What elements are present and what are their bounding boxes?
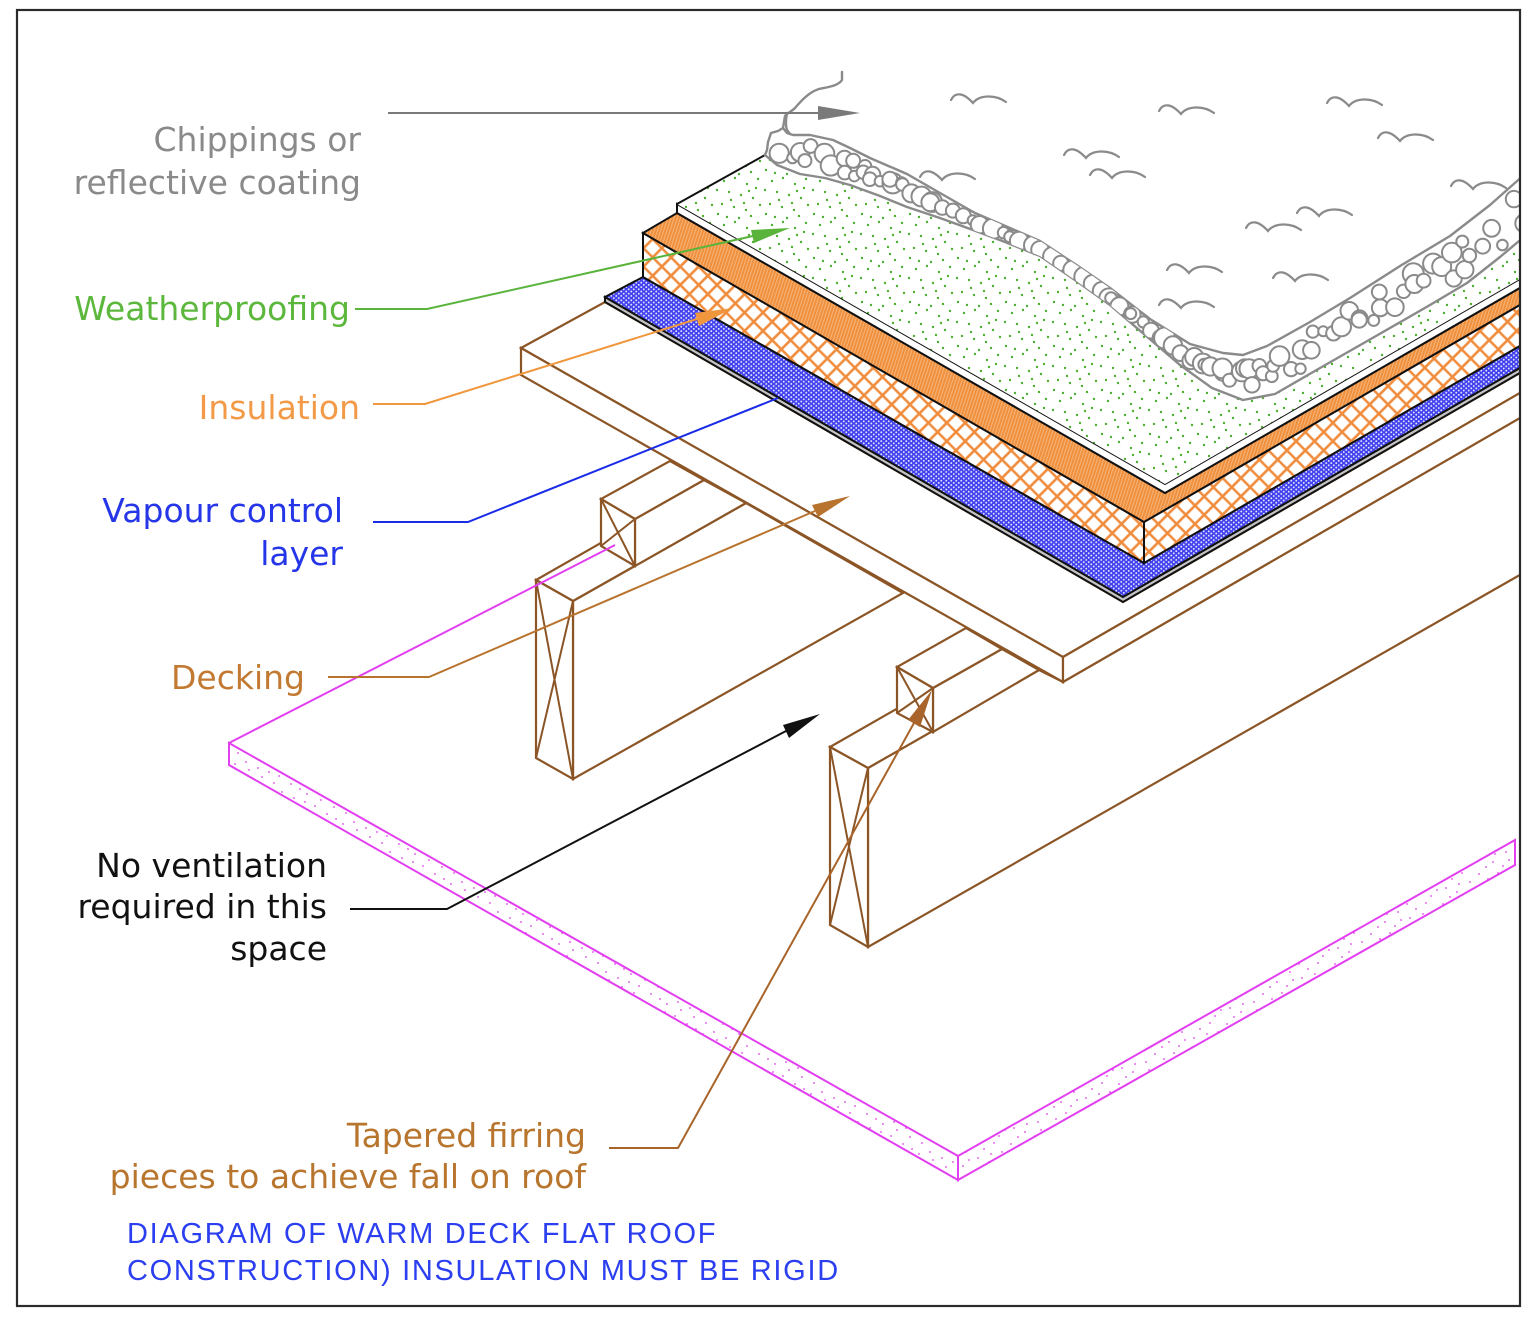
weatherproofing-membrane <box>676 154 1519 495</box>
chipping-stone <box>1461 247 1478 264</box>
drawing-area: Chippings or reflective coating Weatherp… <box>74 70 1519 1287</box>
no-ventilation-arrowhead-icon <box>783 714 820 738</box>
chipping-stone <box>1294 362 1307 375</box>
chipping-stone <box>1482 218 1501 238</box>
chipping-stone <box>1496 238 1509 252</box>
decking-leader <box>328 510 816 678</box>
chipping-stone <box>1474 237 1492 255</box>
chippings-arrowhead-icon <box>818 106 860 120</box>
chipping-stone <box>1305 324 1320 339</box>
coating-mark-icon <box>1157 298 1216 310</box>
weatherproofing-top-face <box>677 155 1519 484</box>
decking-right-face <box>1061 392 1519 684</box>
chipping-stone <box>768 142 790 164</box>
diagram-frame <box>15 8 1522 1308</box>
label-no-ventilation-line-2: required in this <box>77 887 327 926</box>
chipping-stone <box>1385 297 1405 318</box>
chipping-stone <box>1455 260 1475 280</box>
label-tapered-firring-line-2: pieces to achieve fall on roof <box>110 1157 588 1196</box>
break-line-tail <box>781 70 844 130</box>
label-chippings-line-2: reflective coating <box>74 163 361 202</box>
break-line-tail <box>784 111 792 136</box>
coating-mark-icon <box>1244 221 1303 233</box>
coating-mark-icon <box>1449 179 1508 191</box>
label-chippings-line-1: Chippings or <box>154 120 362 159</box>
chipping-stone <box>1370 283 1388 301</box>
firring-front-end-cross <box>896 687 934 714</box>
chipping-stone <box>1331 316 1352 338</box>
joist-front-end-cross <box>829 767 869 926</box>
coating-mark-icon <box>1165 263 1224 275</box>
coating-mark-icon <box>1325 96 1384 108</box>
weatherproofing-arrowhead-icon <box>751 228 790 243</box>
coating-mark-icon <box>1271 271 1330 283</box>
firring-piece-front <box>894 626 1042 734</box>
firring-rear-end-cross <box>600 518 636 547</box>
label-no-ventilation-line-1: No ventilation <box>96 846 327 885</box>
label-insulation: Insulation <box>199 388 360 427</box>
insulation-leader <box>373 318 698 405</box>
label-vapour-control-line-1: Vapour control <box>102 491 343 530</box>
chipping-stone <box>1124 307 1138 321</box>
label-weatherproofing: Weatherproofing <box>74 289 350 328</box>
caption-line-2: CONSTRUCTION) INSULATION MUST BE RIGID <box>127 1255 840 1287</box>
ceiling-board-front-right-face <box>957 838 1516 1182</box>
coating-mark-icon <box>949 93 1008 105</box>
label-vapour-control-line-2: layer <box>260 534 343 573</box>
joist-rear-end-cross <box>535 600 574 759</box>
no-ventilation-leader <box>350 730 787 910</box>
insulation-arrowhead-icon <box>695 308 733 326</box>
chipping-stone <box>1367 313 1381 327</box>
vapour-control-leader <box>373 397 779 523</box>
label-tapered-firring-line-1: Tapered firring <box>346 1116 586 1155</box>
weatherproofing-leader <box>355 235 754 310</box>
chipping-stone <box>1504 189 1519 209</box>
tapered-firring-leader <box>609 722 915 1149</box>
chipping-stone <box>797 153 813 169</box>
label-decking: Decking <box>171 658 305 697</box>
coating-mark-icon <box>1295 206 1354 218</box>
ceiling-board-back-edge <box>228 544 616 744</box>
firring-piece-rear <box>598 459 749 568</box>
chipping-stone <box>1268 345 1291 367</box>
chipping-stone <box>1415 272 1432 289</box>
coating-mark-icon <box>1157 104 1216 116</box>
label-no-ventilation-line-3: space <box>230 929 327 968</box>
chipping-stone <box>1455 234 1470 249</box>
decking-arrowhead-icon <box>812 496 850 517</box>
chipping-stone <box>1243 376 1261 394</box>
ceiling-board <box>228 741 1516 1182</box>
chipping-stone <box>1302 341 1321 360</box>
caption-line-1: DIAGRAM OF WARM DECK FLAT ROOF <box>127 1218 717 1250</box>
leaders <box>328 106 932 1149</box>
decking-board <box>518 300 1519 684</box>
reflective-coating-marks <box>918 93 1508 310</box>
weatherproofing-back-edge <box>676 154 766 205</box>
tapered-firring-arrowhead-icon <box>908 690 932 727</box>
chipping-stone <box>1441 241 1463 264</box>
coating-mark-icon <box>918 170 977 182</box>
chipping-stone <box>1350 311 1368 329</box>
chipping-stone <box>1514 213 1519 234</box>
coating-mark-icon <box>1088 168 1147 180</box>
coating-mark-icon <box>1376 131 1435 143</box>
coating-mark-icon <box>1062 148 1121 160</box>
labels: Chippings or reflective coating Weatherp… <box>74 120 840 1287</box>
